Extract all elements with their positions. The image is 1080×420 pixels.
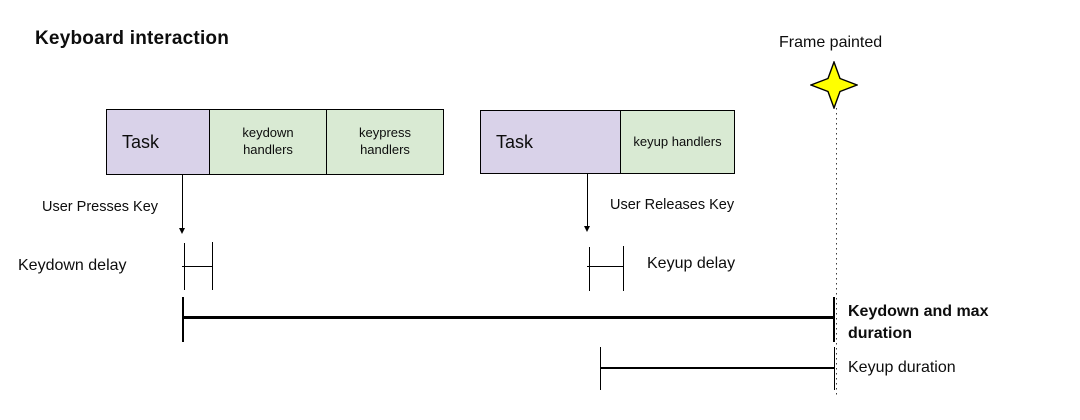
user-releases-key-label: User Releases Key (610, 197, 735, 213)
handler-label: keyup handlers (633, 133, 722, 149)
task-box: Task (106, 109, 210, 175)
frame-painted-label: Frame painted (779, 34, 883, 51)
task-label: Task (496, 131, 534, 152)
user-presses-key-arrow-line (182, 175, 183, 228)
keydown-delay-span (182, 266, 213, 267)
user-presses-key-label: User Presses Key (42, 199, 159, 215)
task-group-keyup: Task keyup handlers (480, 110, 735, 174)
keyup-handlers-box: keyup handlers (620, 110, 735, 174)
keyup-delay-end-tick (623, 246, 624, 291)
keyup-delay-start-tick (589, 247, 590, 291)
keyup-duration-span (600, 367, 834, 369)
frame-paint-timeline (836, 108, 837, 396)
keydown-max-duration-label: Keydown and max duration (848, 303, 989, 342)
handler-label: keydown handlers (242, 125, 294, 157)
keydown-duration-span (183, 316, 834, 319)
task-label: Task (122, 131, 160, 152)
four-point-star-icon (809, 59, 859, 111)
keyup-delay-span (587, 266, 624, 267)
page-title: Keyboard interaction (35, 28, 230, 49)
keypress-handlers-box: keypress handlers (326, 109, 444, 175)
keydown-duration-start-tick (182, 297, 184, 342)
keydown-handlers-box: keydown handlers (209, 109, 327, 175)
keydown-delay-label: Keydown delay (18, 257, 127, 274)
task-group-keydown: Task keydown handlers keypress handlers (106, 109, 444, 175)
task-box: Task (480, 110, 621, 174)
keyup-duration-label: Keyup duration (848, 359, 956, 376)
user-releases-key-arrow-line (587, 173, 588, 226)
keyup-duration-end-tick (834, 347, 835, 390)
handler-label: keypress handlers (358, 125, 412, 157)
keydown-duration-end-tick (833, 297, 835, 342)
arrow-down-icon (179, 228, 185, 234)
keyup-delay-label: Keyup delay (647, 255, 736, 272)
arrow-down-icon (584, 226, 590, 232)
